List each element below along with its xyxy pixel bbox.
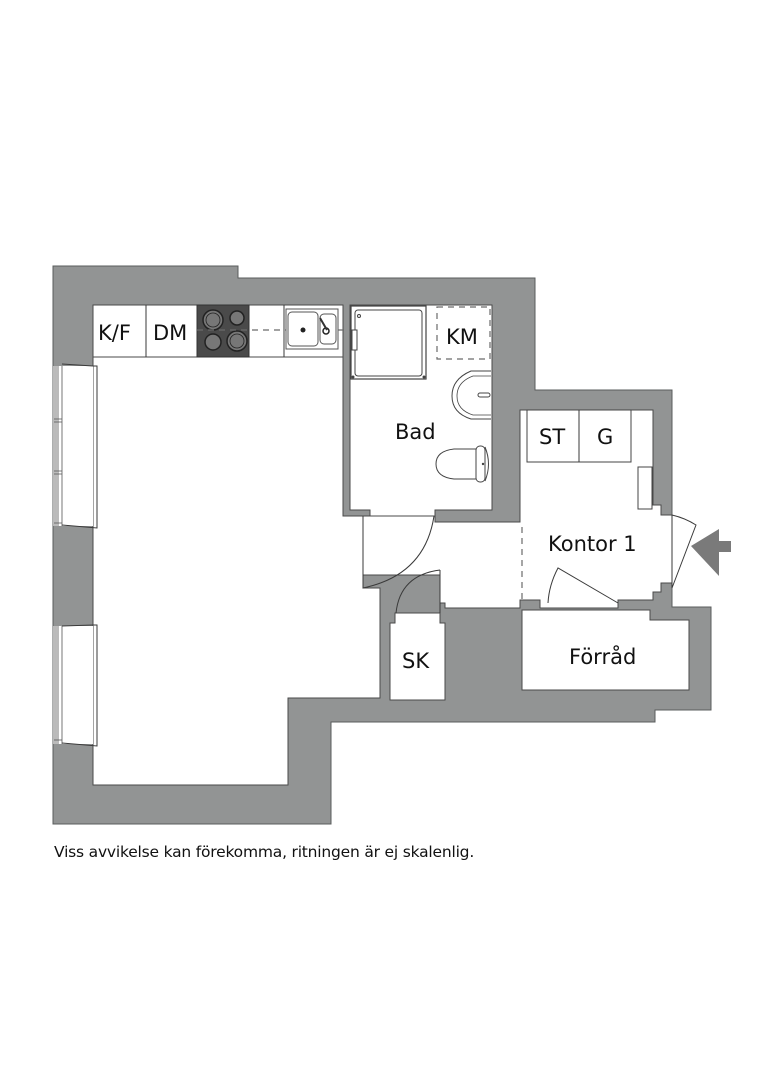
washing-machine-area — [436, 306, 491, 360]
label-cabinet-st: ST — [539, 425, 565, 449]
closet-door — [395, 569, 441, 614]
label-storage: Förråd — [569, 644, 636, 669]
label-cabinet-g: G — [597, 425, 613, 449]
kitchen-counter — [92, 304, 350, 358]
entrance-door — [671, 514, 697, 589]
sink-icon — [285, 308, 339, 350]
washbasin-icon — [451, 370, 491, 420]
disclaimer-caption: Viss avvikelse kan förekomma, ritningen … — [54, 843, 475, 861]
label-bathroom: Bad — [395, 420, 436, 444]
bathroom-door — [362, 515, 435, 589]
storage-door — [547, 567, 619, 604]
window-upper — [53, 363, 98, 529]
toilet-icon — [435, 445, 489, 483]
label-washing-machine: KM — [446, 325, 478, 349]
stove-burners — [202, 309, 248, 352]
storage-room — [521, 609, 690, 691]
shower-icon — [350, 305, 427, 380]
cabinets — [526, 409, 653, 510]
window-lower — [53, 624, 98, 747]
main-room — [92, 304, 381, 786]
entrance-arrow-icon — [691, 529, 731, 576]
label-closet: SK — [402, 649, 430, 673]
label-kitchen-fridge: K/F — [98, 321, 131, 345]
label-office: Kontor 1 — [548, 532, 637, 556]
closet-room — [389, 612, 446, 701]
label-dishwasher: DM — [153, 321, 187, 345]
